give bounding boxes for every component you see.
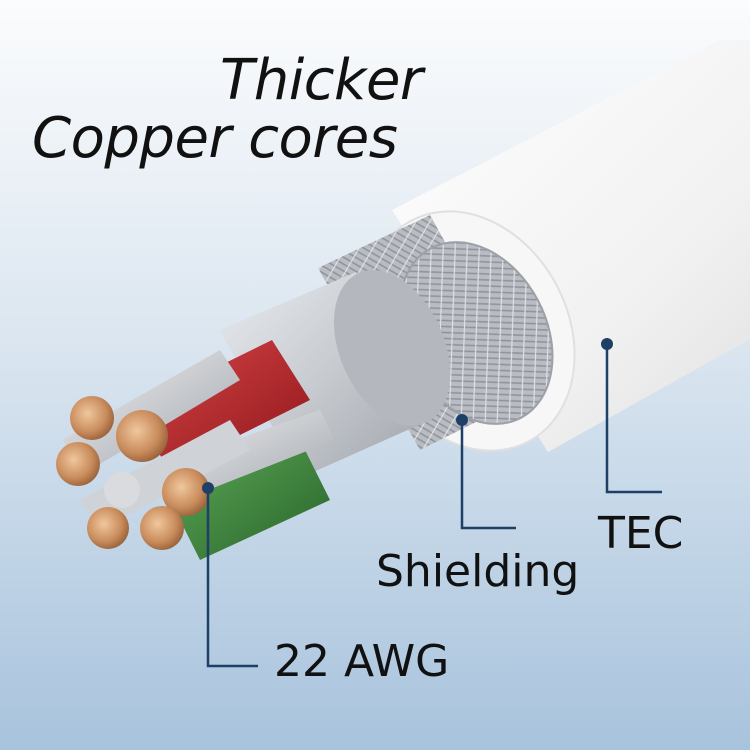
- awg-label: 22 AWG: [274, 636, 450, 687]
- awg-marker-dot: [202, 482, 214, 494]
- shielding-label: Shielding: [376, 546, 580, 597]
- headline: Thicker Copper cores: [32, 48, 423, 171]
- copper-core-ends: [56, 396, 210, 550]
- tec-marker-dot: [601, 338, 613, 350]
- headline-line-2: Copper cores: [32, 106, 398, 171]
- shielding-marker-dot: [456, 414, 468, 426]
- headline-line-1: Thicker: [220, 48, 423, 113]
- tec-label: TEC: [598, 508, 684, 559]
